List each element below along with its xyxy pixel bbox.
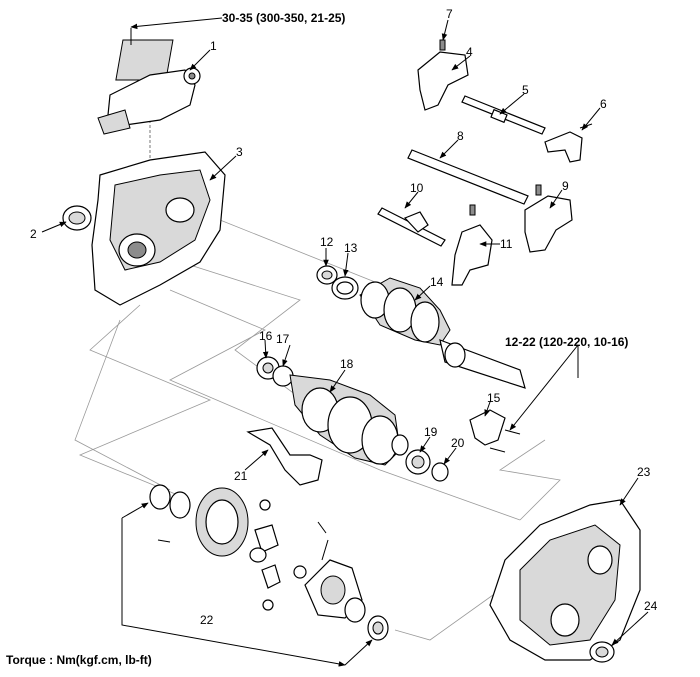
part-11-shift-fork (451, 204, 493, 286)
part-21-oil-guide (246, 427, 323, 486)
callout-18: 18 (340, 357, 354, 371)
callout-21: 21 (234, 469, 248, 483)
callout-10: 10 (410, 181, 424, 195)
part-8-shift-rail (407, 149, 529, 205)
part-22-bracket-line (121, 502, 389, 667)
part-19-bearing-race (405, 449, 431, 475)
callout-2: 2 (30, 227, 37, 241)
part-2-oil-seal (62, 205, 92, 231)
part-20-shim (431, 462, 449, 482)
callout-12: 12 (320, 235, 334, 249)
callout-9: 9 (562, 179, 569, 193)
callout-17: 17 (276, 332, 290, 346)
part-3-clutch-housing (91, 151, 226, 306)
callout-13: 13 (344, 241, 358, 255)
part-24-oil-seal (589, 641, 615, 663)
part-14-input-shaft (359, 277, 526, 389)
part-18-output-shaft (289, 374, 409, 466)
part-5-shift-rail (461, 95, 546, 135)
torque-spec-top: 30-35 (300-350, 21-25) (222, 11, 346, 25)
callout-20: 20 (451, 436, 465, 450)
callout-4: 4 (466, 45, 473, 59)
callout-11: 11 (500, 237, 513, 251)
part-22-differential-assembly (149, 484, 366, 623)
callout-7: 7 (446, 7, 453, 21)
callout-14: 14 (430, 275, 444, 289)
part-15-bracket (469, 409, 521, 453)
part-4-shift-fork (417, 39, 469, 111)
part-1-control-shaft-assembly (97, 28, 201, 135)
callout-19: 19 (424, 425, 438, 439)
torque-spec-right: 12-22 (120-220, 10-16) (505, 335, 629, 349)
callout-22: 22 (200, 613, 214, 627)
callout-23: 23 (637, 465, 651, 479)
callout-24: 24 (644, 599, 658, 613)
callout-1: 1 (210, 39, 217, 53)
part-9-shift-fork (524, 184, 573, 253)
callout-5: 5 (522, 83, 529, 97)
callout-16: 16 (259, 329, 273, 343)
callout-8: 8 (457, 129, 464, 143)
part-10-shift-rail (377, 207, 446, 247)
leader-lines (41, 17, 649, 646)
callout-3: 3 (236, 145, 243, 159)
part-6-shift-lug (544, 123, 593, 163)
part-23-transaxle-case (489, 499, 641, 661)
callout-6: 6 (600, 97, 607, 111)
torque-legend: Torque : Nm(kgf.cm, lb-ft) (6, 653, 152, 667)
callout-15: 15 (487, 391, 501, 405)
part-13-bearing-race (331, 276, 359, 300)
